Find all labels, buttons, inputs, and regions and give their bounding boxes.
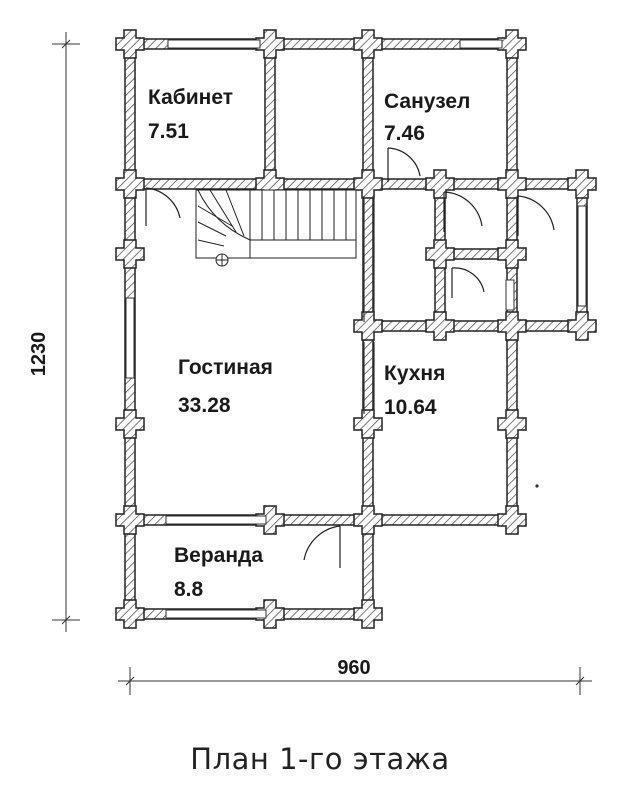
log-crossing <box>255 505 285 535</box>
door-living-cabinet <box>145 187 181 226</box>
log-crossing <box>115 409 145 439</box>
log-crossing <box>497 311 527 341</box>
log-crossing <box>425 169 455 199</box>
log-crossing <box>567 169 597 199</box>
door-veranda <box>303 525 341 568</box>
dot-mark <box>535 484 539 488</box>
staircase <box>195 189 357 267</box>
log-crossing <box>497 29 527 59</box>
wall-segment <box>264 38 276 190</box>
doors <box>145 147 555 568</box>
room-label-cabinet: Кабинет <box>148 86 233 109</box>
plan-caption: План 1-го этажа <box>190 742 450 776</box>
log-crossing <box>353 505 383 535</box>
partition <box>363 196 375 414</box>
log-crossing <box>425 311 455 341</box>
windows <box>125 39 587 619</box>
wall-segment <box>358 320 588 332</box>
door-utility <box>451 267 485 298</box>
log-crossing <box>353 599 383 629</box>
log-crossing <box>425 239 455 269</box>
log-crossing <box>115 29 145 59</box>
room-label-bathroom: Санузел <box>384 90 470 113</box>
room-area-living: 33.28 <box>178 394 231 417</box>
height-dimension-label: 1230 <box>28 332 50 377</box>
log-crossing <box>115 239 145 269</box>
log-crossing <box>115 169 145 199</box>
log-crossing <box>353 29 383 59</box>
log-crossing <box>353 409 383 439</box>
room-label-living: Гостиная <box>178 356 273 379</box>
log-crossing <box>255 29 285 59</box>
door-hall-1 <box>443 191 483 232</box>
room-area-kitchen: 10.64 <box>384 396 437 419</box>
log-crossing <box>567 311 597 341</box>
log-crossing <box>497 409 527 439</box>
log-crossing <box>497 239 527 269</box>
dimension-lines <box>52 32 592 695</box>
door-hall-2 <box>517 195 555 236</box>
room-label-veranda: Веранда <box>174 544 263 567</box>
width-dimension-label: 960 <box>337 657 370 679</box>
log-crossing <box>115 505 145 535</box>
log-crossing <box>353 169 383 199</box>
room-area-bathroom: 7.46 <box>384 122 425 145</box>
room-area-cabinet: 7.51 <box>148 120 189 143</box>
log-crossing <box>255 599 285 629</box>
room-area-veranda: 8.8 <box>174 578 204 601</box>
door-bathroom <box>387 147 421 182</box>
log-crossing <box>497 169 527 199</box>
log-crossing <box>497 505 527 535</box>
log-crossing <box>353 311 383 341</box>
log-crossing <box>115 599 145 629</box>
room-label-kitchen: Кухня <box>384 362 445 385</box>
